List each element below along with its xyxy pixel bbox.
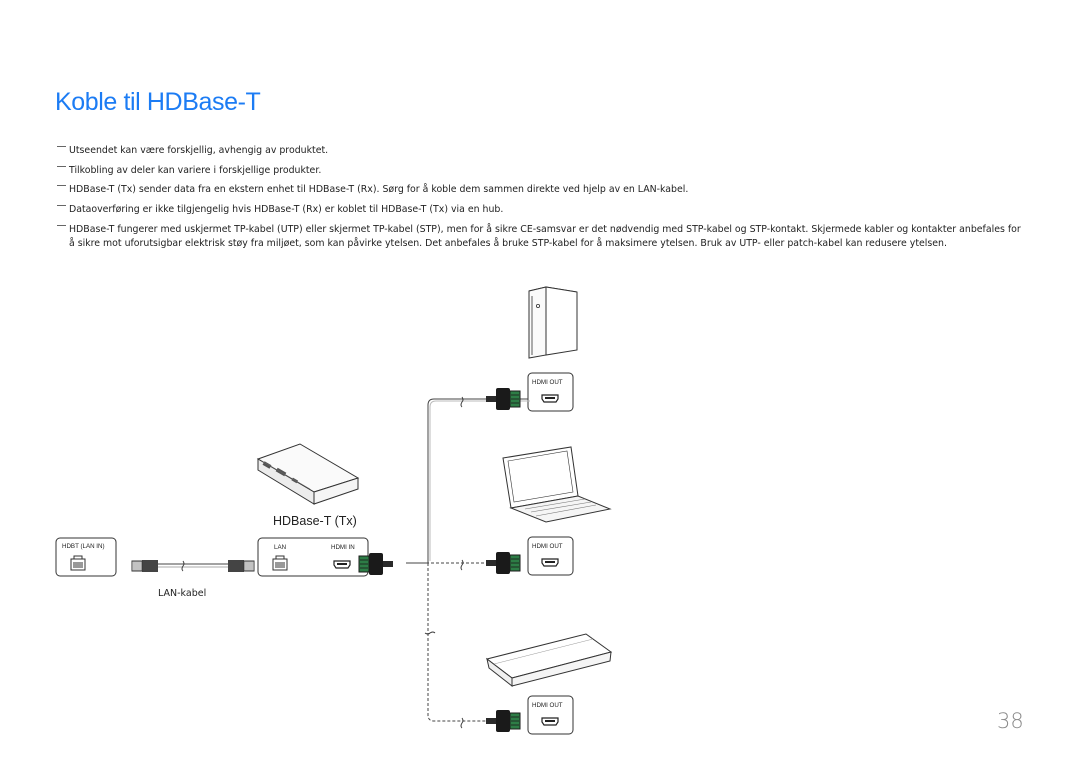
note-item: Tilkobling av deler kan variere i forskj… [57,164,1022,178]
notes-list: Utseendet kan være forskjellig, avhengig… [57,144,1022,257]
hdmi-out-panel-pc [527,372,574,412]
page-number: 38 [997,709,1024,733]
lan-plug-icon [227,559,255,573]
hdmi-in-label: HDMI IN [331,544,355,551]
hdmi-connection-lines [406,396,530,729]
page-title: Koble til HDBase-T [55,88,261,116]
tx-label: HDBase-T (Tx) [273,514,357,528]
laptop-icon [502,446,612,523]
hdmi-out-panel-laptop [527,536,574,576]
hdbaset-tx-box-icon [256,443,360,505]
lan-port-label: LAN [274,544,286,551]
hdmi-out-panel-player [527,695,574,735]
hdmi-cable-tx [358,552,394,576]
note-item: Utseendet kan være forskjellig, avhengig… [57,144,1022,158]
note-item: HDBase-T (Tx) sender data fra en ekstern… [57,183,1022,197]
note-item: HDBase-T fungerer med uskjermet TP-kabel… [57,223,1022,252]
hdmi-out-label: HDMI OUT [532,379,563,386]
hdmi-plug-icon [485,709,521,733]
lan-cable [131,559,255,573]
hdbt-port-label: HDBT (LAN IN) [62,543,105,550]
blu-ray-player-icon [485,633,613,688]
note-item: Dataoverføring er ikke tilgjengelig hvis… [57,203,1022,217]
hdmi-plug-icon [485,551,521,575]
cable-label: LAN-kabel [158,588,206,599]
hdmi-out-label: HDMI OUT [532,702,563,709]
hdmi-out-label: HDMI OUT [532,543,563,550]
pc-tower-icon [528,286,578,359]
hdmi-plug-icon [358,552,394,576]
lan-plug-icon [131,559,159,573]
hdmi-plug-icon [485,387,521,411]
